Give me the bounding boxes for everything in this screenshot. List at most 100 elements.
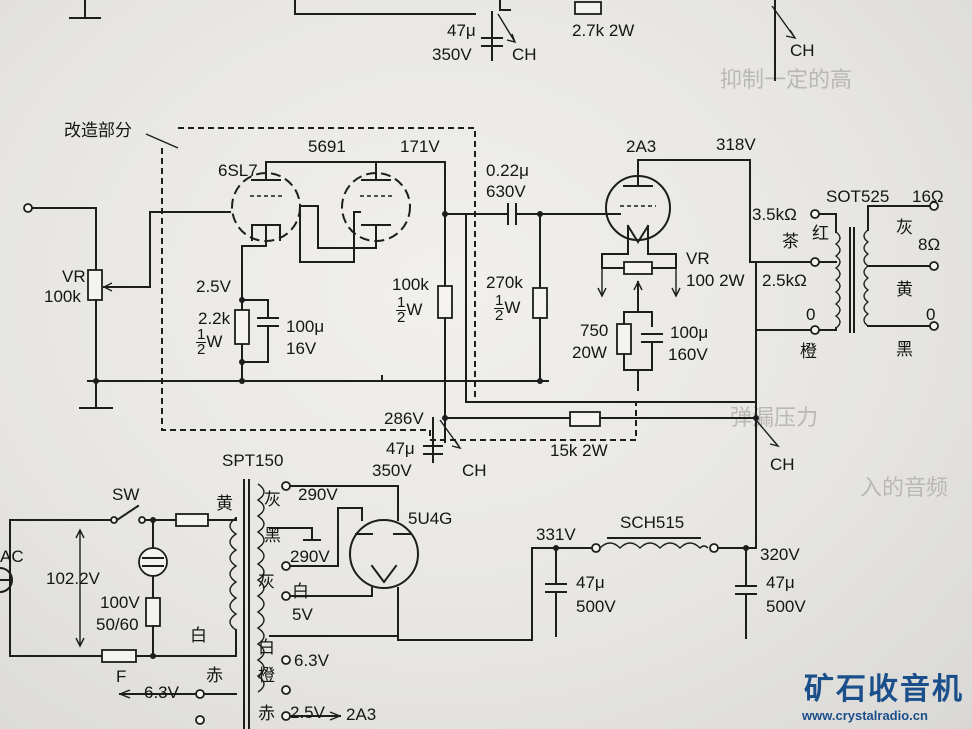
cathode-node-2a3 [623,311,653,327]
modified-label-leader [145,133,179,149]
ot-tap-0 [810,325,820,335]
primary-red-label: 赤 [206,666,223,686]
c-47u-mid-voltage: 350V [372,461,412,480]
c-100u-b-voltage: 160V [668,345,708,364]
watermark-logo: 矿石收音机 [804,672,964,707]
primary-resistor [175,513,209,527]
choke-coil [599,542,709,549]
vr2-label: VR [686,249,710,268]
sec-gray-label: 灰 [264,490,281,510]
coupling-cap [507,203,517,225]
sec-black-label: 黑 [264,526,281,546]
c-47u-l-label: 47μ [576,573,605,592]
ac-lines [9,519,113,657]
ac-plug [0,566,13,594]
neon-lamp [138,547,168,577]
junction-dot [150,653,156,659]
voltage-318: 318V [716,135,756,154]
cathode-resistor-2k2 [234,309,250,345]
input-ground [79,299,113,409]
pt-tap [281,655,291,665]
ot-0-label: 0 [926,305,936,324]
rect-heater-a [289,587,373,597]
top-resistor-label: 2.7k 2W [572,21,635,40]
pt-secondary-coil [256,483,265,693]
ot-35k-label: 3.5kΩ [752,205,797,224]
input-wiper-wire [103,211,231,288]
sec-gray2-label: 灰 [258,572,275,592]
vr2-value: 100 2W [686,271,745,290]
ot-name: SOT525 [826,187,890,206]
input-wiper-arrow [103,282,113,292]
top-cap-label: 47μ [447,21,476,40]
choke-label: SCH515 [620,513,685,532]
ot-core [849,227,855,333]
tube-5691-label: 5691 [308,137,346,156]
sec-orange-label: 橙 [258,666,275,686]
junction-dot [442,415,448,421]
lamp-resistor-label: 100V [100,593,140,612]
ch-arrow-right [755,419,780,448]
dropping-resistor-15k [569,411,601,427]
pt-primary-coil [229,517,238,631]
pt-tap [281,711,291,721]
b-plus-line [465,215,757,403]
ot-primary-leads [819,213,837,331]
ch-arrow-mid [439,419,462,450]
tube1-heater [251,224,281,241]
filter-cap-right [735,547,757,639]
ot-out-16 [929,201,939,211]
heater-arrow-left [119,689,131,699]
fuse-label: F [116,667,127,686]
top-cap [481,37,503,47]
pt-primary-tap [195,689,205,699]
ot-red-label: 红 [812,224,829,244]
input-terminal [23,203,33,213]
top-ground-wire [69,0,101,19]
hum-balance-vr [623,261,653,275]
pt-tap [281,481,291,491]
junction-dot [239,359,245,365]
tube-interstage-wire [299,205,361,263]
ot-gray-label: 灰 [896,218,913,238]
switch-contact [138,516,146,524]
pt-tap [281,685,291,695]
ac-label: AC [0,547,24,566]
sec-5v: 5V [292,605,313,624]
plate-resistor-100k [437,285,453,319]
bleed-text: 入的音频 [860,476,949,501]
sec-6v3: 6.3V [294,651,329,670]
tube3-filament [626,224,650,244]
sec-white2-label: 白 [258,638,275,658]
r-2k2-label: 2.2k [198,309,231,328]
top-wire [294,0,511,15]
cathode-resistor-750 [616,323,632,355]
sec-red-label: 赤 [258,704,275,724]
r-750-label: 750 [580,321,609,340]
ot-brown-label: 茶 [782,232,799,252]
primary-white-label: 白 [190,626,207,646]
sec-2v5: 2.5V [290,703,325,722]
tube-5u4g-label: 5U4G [408,509,453,528]
filament-leads [601,225,677,269]
sec-2a3-label: 2A3 [346,705,377,724]
tube2-plate [361,161,391,181]
heater-6v3-label: 6.3V [144,683,179,702]
filter-cap-mid [423,417,443,463]
bleed-text: 抑制一定的高 [720,68,853,93]
ground-bus [87,375,549,382]
junction-dot [239,378,245,384]
sec-290b: 290V [290,547,330,566]
ot-p0-label: 0 [806,305,816,324]
filter-cap-left [545,547,567,637]
modified-section-boundary [161,127,637,441]
top-cap-voltage: 350V [432,45,472,64]
cathode-cap-wire [241,299,269,317]
voltage-arrow [75,528,85,648]
modified-section-label: 改造部分 [64,121,132,141]
hv-lead-a [289,485,399,521]
